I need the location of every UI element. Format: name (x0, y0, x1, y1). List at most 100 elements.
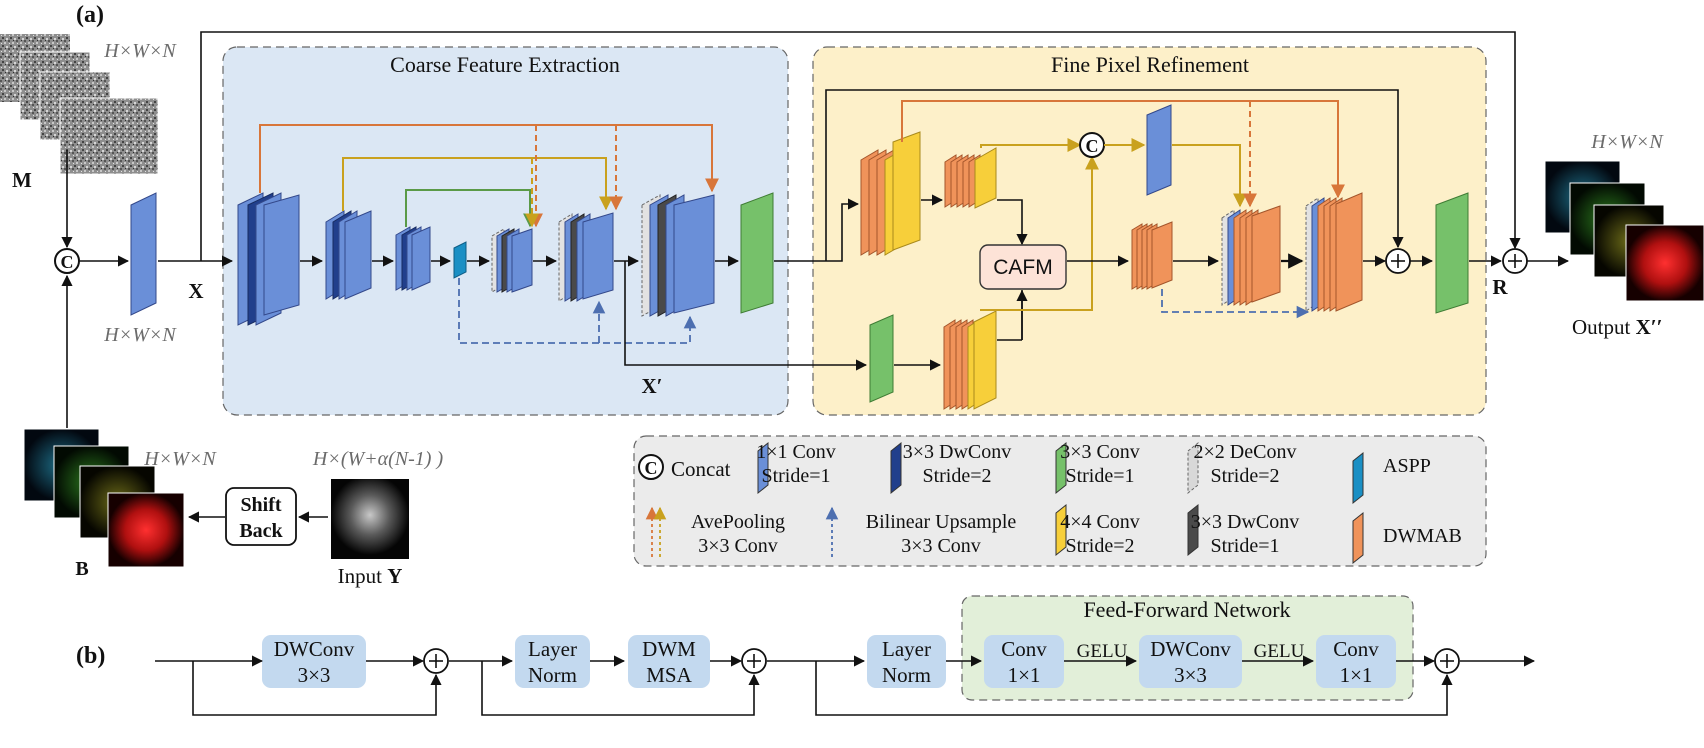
dims-b: H×W×N (143, 448, 217, 470)
ffn-dwconv-block-line1: DWConv (1150, 637, 1231, 661)
label-Xprime: X′ (641, 374, 662, 398)
label-B: B (75, 558, 88, 580)
legend-swatch-6 (1187, 503, 1199, 557)
dims-left: H×W×N (103, 324, 177, 346)
shift-back-line2: Back (239, 520, 283, 542)
layer-norm-block-1-line1: Layer (528, 637, 577, 661)
add-node-b1 (423, 648, 449, 674)
dwm-msa-block-line2: MSA (646, 663, 692, 687)
input-conv-block (130, 192, 157, 316)
legend-label-0-line1: 1×1 Conv (756, 441, 836, 463)
legend-label-4: ASPP (1383, 455, 1431, 477)
legend-label-0-line2: Stride=1 (761, 465, 830, 487)
legend-swatch-0 (757, 441, 769, 495)
legend-label-6-line2: Stride=1 (1210, 535, 1279, 557)
panel-b-label: (b) (76, 643, 105, 669)
dwmab-lower (943, 310, 997, 410)
shift-back-line1: Shift (240, 494, 281, 516)
legend-label-7: DWMAB (1383, 525, 1462, 547)
dwmab-mid-2 (1221, 205, 1281, 306)
legend-label-3-line2: Stride=2 (1210, 465, 1279, 487)
gelu-1: GELU (1077, 641, 1128, 662)
legend-label-1-line2: Stride=2 (922, 465, 991, 487)
ffn-conv-block-1-line1: Conv (1001, 637, 1047, 661)
mask-stack-M (0, 34, 159, 175)
fine-1x1-conv (1146, 104, 1172, 196)
encoder-stage-3 (395, 226, 431, 291)
add-node-b3 (1434, 648, 1460, 674)
layer-norm-block-2-line1: Layer (882, 637, 931, 661)
dwconv-block-line2: 3×3 (298, 663, 331, 687)
shift-back-block (225, 487, 297, 546)
legend-swatch-2 (1055, 441, 1067, 495)
legend-concat-label: Concat (671, 457, 731, 481)
concat-glyph-fine: C (1086, 136, 1099, 156)
dwm-msa-block-line1: DWM (642, 637, 696, 661)
ffn-conv-block-2-line2: 1×1 (1340, 663, 1373, 687)
dwmab-mid-3 (1305, 192, 1363, 312)
fine-title: Fine Pixel Refinement (1051, 52, 1249, 77)
input-y-image (331, 479, 409, 559)
label-M: M (12, 168, 32, 192)
legend-swatch-1 (890, 441, 902, 495)
label-X: X (188, 279, 203, 303)
ffn-conv-block-1-line2: 1×1 (1008, 663, 1041, 687)
legend-label-3-line1: 2×2 DeConv (1194, 441, 1297, 463)
dims-top: H×W×N (103, 40, 177, 62)
layer-norm-block-2-line2: Norm (882, 663, 931, 687)
dims-out: H×W×N (1590, 131, 1664, 153)
lower-conv (869, 314, 894, 403)
dwmab-upper-2 (944, 147, 997, 209)
decoder-stage-3 (641, 194, 715, 317)
encoder-stage-2 (325, 210, 372, 300)
legend-swatch-4 (1352, 451, 1364, 505)
legend-label-5-line2: Stride=2 (1065, 535, 1134, 557)
coarse-title: Coarse Feature Extraction (390, 52, 620, 77)
layer-norm-block-1-line2: Norm (528, 663, 577, 687)
cafm-module (979, 244, 1067, 290)
legend-concat-glyph: C (645, 458, 658, 478)
legend-upsample-line2: 3×3 Conv (901, 535, 981, 557)
legend-concat: C Concat (638, 454, 731, 481)
gelu-2: GELU (1254, 641, 1305, 662)
decoder-stage-1 (491, 228, 533, 293)
legend-label-2-line1: 3×3 Conv (1060, 441, 1140, 463)
legend-box (633, 435, 1487, 567)
dwconv-block-line1: DWConv (274, 637, 355, 661)
legend-swatch-3 (1187, 441, 1199, 495)
ffn-title: Feed-Forward Network (1083, 597, 1290, 622)
encoder-stage-1 (237, 192, 300, 326)
legend-swatch-5 (1055, 503, 1067, 557)
panel-a-label: (a) (76, 2, 104, 28)
decoder-stage-2 (558, 212, 614, 302)
label-R: R (1492, 275, 1508, 299)
aspp-block (453, 241, 467, 279)
ffn-dwconv-block-line2: 3×3 (1174, 663, 1207, 687)
panel-b-blocks: DWConv3×3LayerNormDWMMSALayerNormConv1×1… (262, 635, 1396, 688)
dwmab-upper-1 (860, 131, 921, 256)
legend-label-2-line2: Stride=1 (1065, 465, 1134, 487)
ffn-conv-block-2-line1: Conv (1333, 637, 1379, 661)
coarse-output-conv (740, 192, 774, 314)
concat-glyph-input: C (61, 252, 74, 272)
dims-y: H×(W+α(N-1) ) (312, 448, 444, 470)
fine-output-conv (1435, 192, 1469, 314)
legend-label-1-line1: 3×3 DwConv (903, 441, 1012, 463)
cafm-label: CAFM (993, 256, 1053, 279)
output-stack (1544, 160, 1704, 302)
legend-item-7: DWMAB (1352, 511, 1462, 565)
input-y-label: Input Y (338, 564, 403, 588)
